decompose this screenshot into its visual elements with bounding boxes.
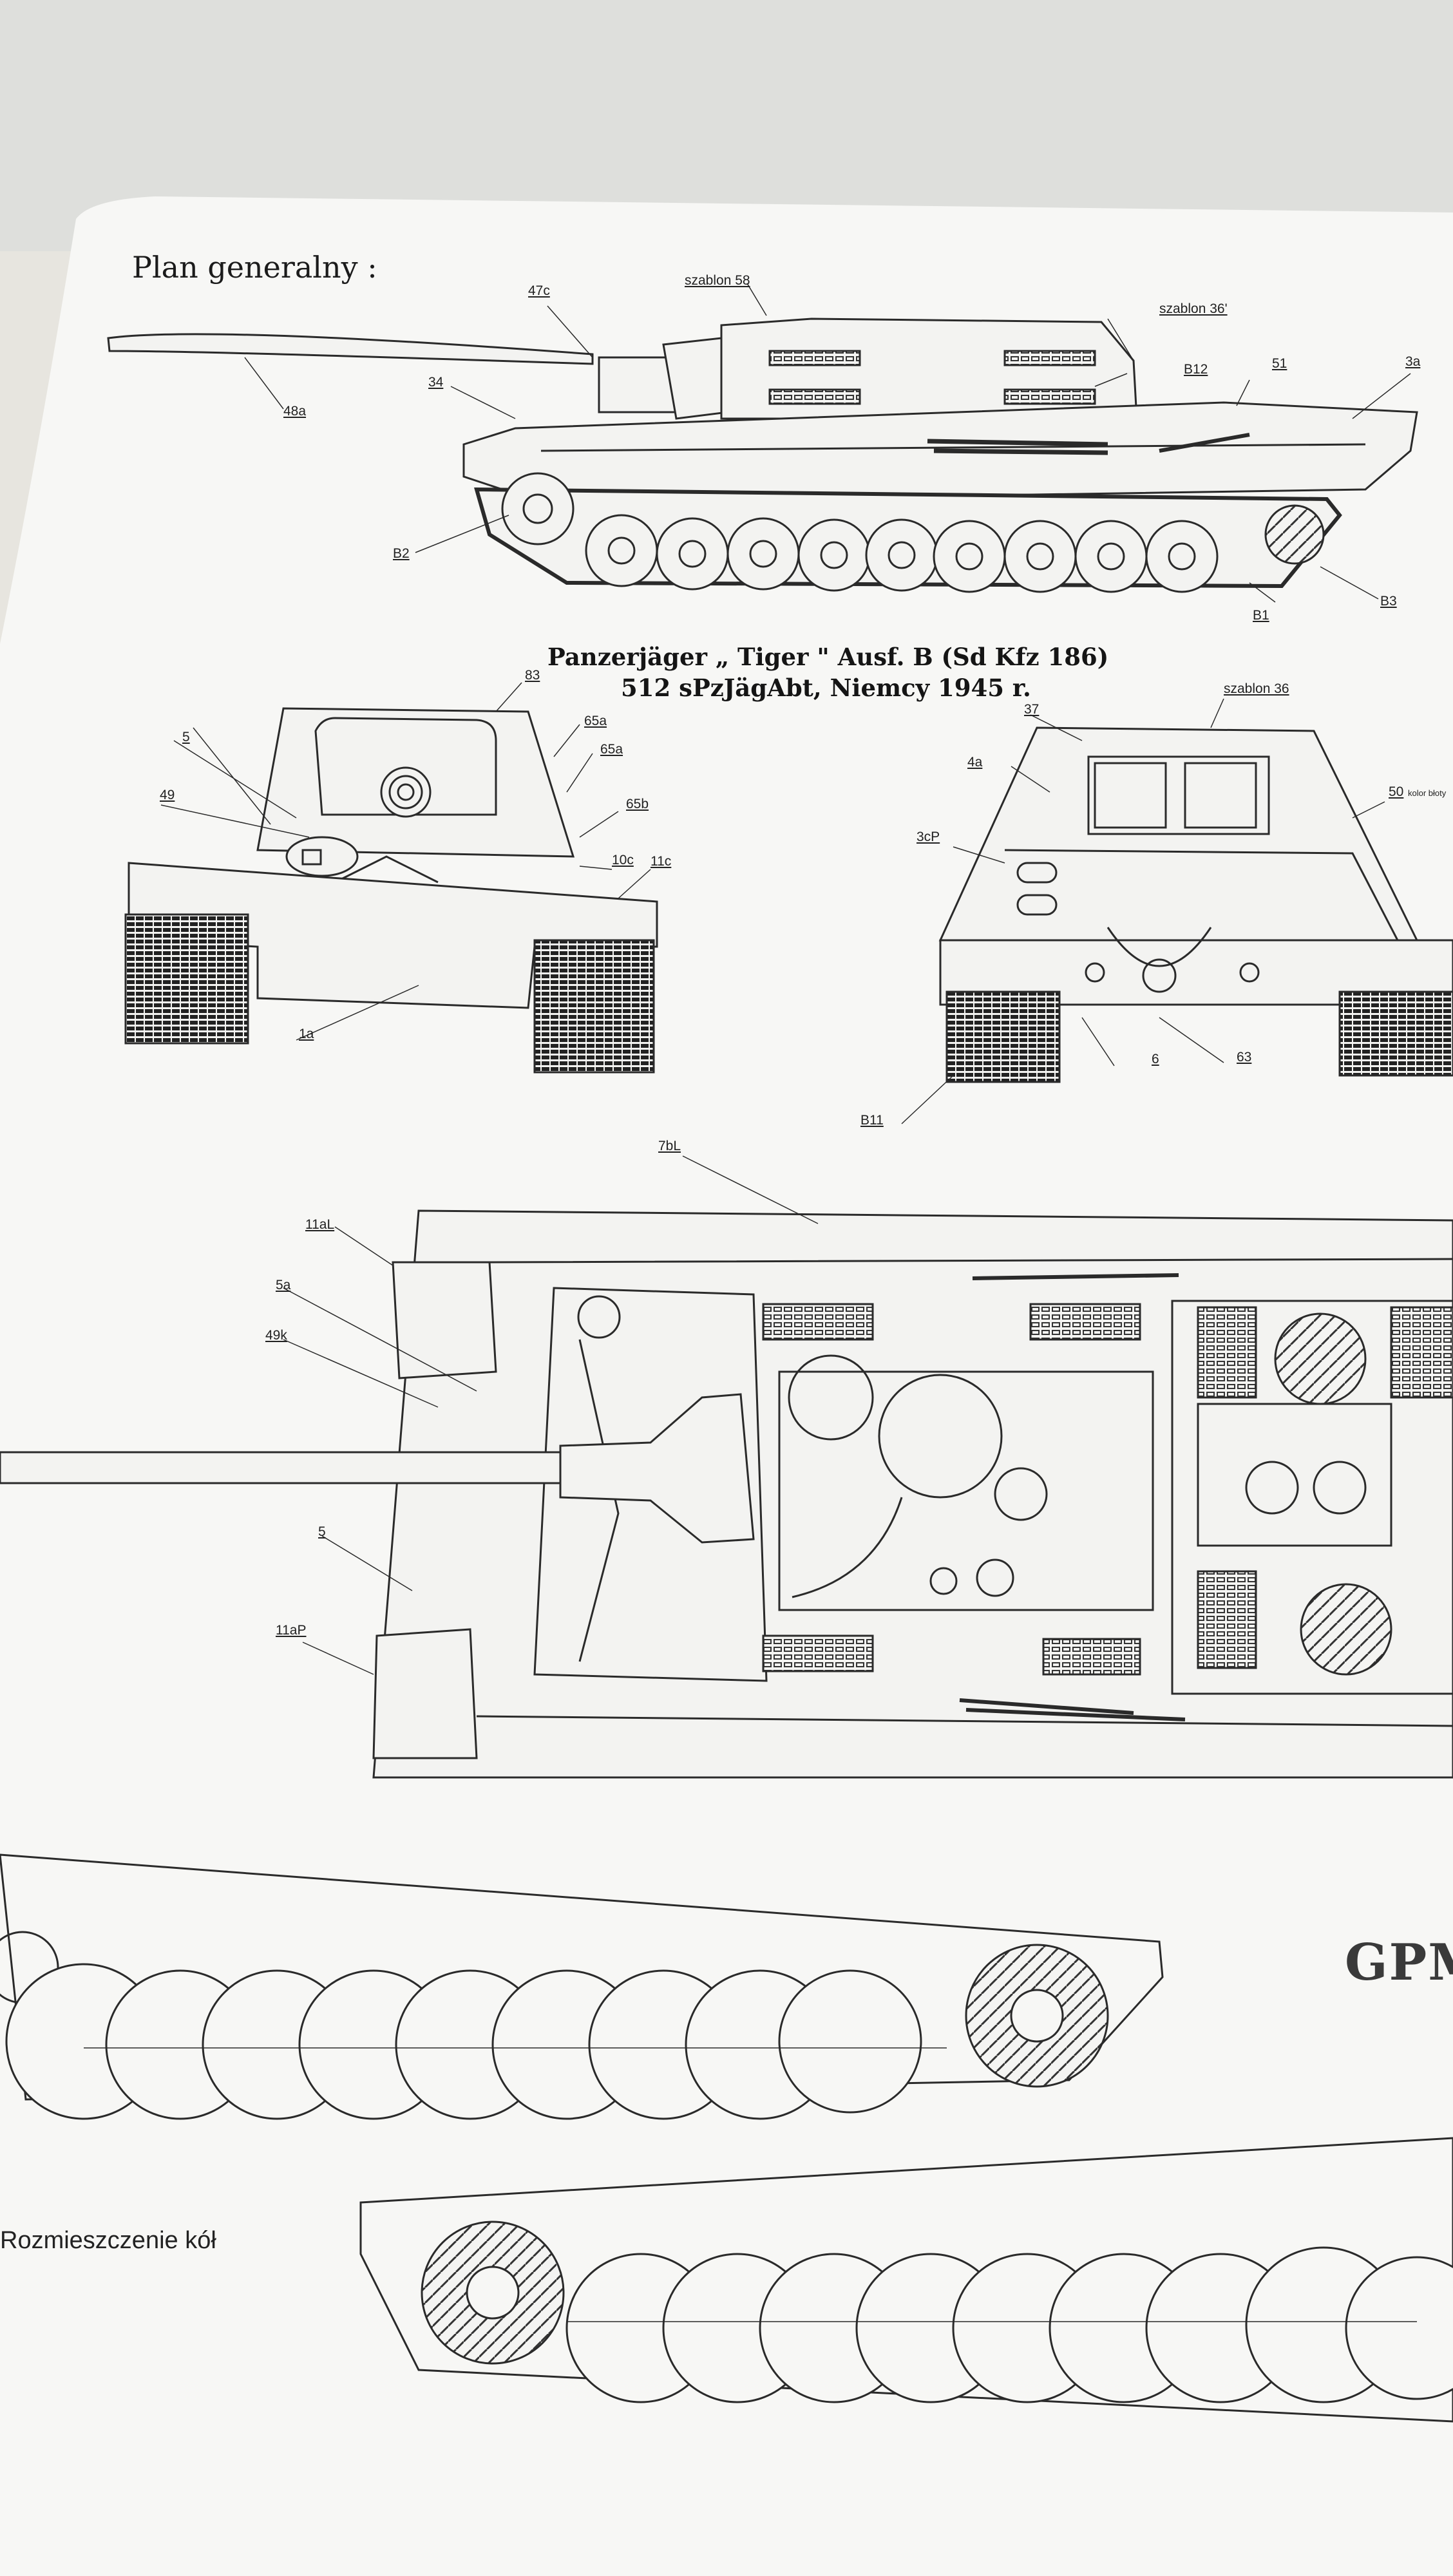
part-label-note: kolor błoty <box>1408 788 1447 798</box>
part-label: B3 <box>1380 594 1397 609</box>
vehicle-title: Panzerjäger „ Tiger " Ausf. B (Sd Kfz 18… <box>547 643 1109 671</box>
part-label: szablon 58 <box>685 273 750 288</box>
part-label: 5 <box>318 1524 326 1539</box>
part-label: 63 <box>1237 1050 1252 1065</box>
wheel-layout-caption: Rozmieszczenie kół <box>0 2227 216 2254</box>
rear-view-drawing <box>901 698 1453 1124</box>
part-label: szablon 36 <box>1224 681 1289 696</box>
brand-logo-fragment: GPM <box>1345 1933 1453 1992</box>
part-label: 3cP <box>916 829 940 844</box>
part-label: 37 <box>1024 702 1040 717</box>
part-label: B1 <box>1253 608 1269 623</box>
part-label: 5a <box>276 1278 291 1293</box>
part-label: 47c <box>528 283 550 298</box>
part-label: 3a <box>1405 354 1421 369</box>
wheel-layout-drawing-upper <box>0 1853 1164 2120</box>
part-label: 48a <box>283 404 307 419</box>
part-label: 11c <box>651 854 672 869</box>
part-label: 5 <box>182 730 190 744</box>
part-label: B11 <box>860 1113 884 1128</box>
part-label: 4a <box>967 755 983 770</box>
part-label: 1a <box>299 1027 314 1041</box>
part-label: 65a <box>584 714 607 728</box>
part-label: B12 <box>1184 362 1208 377</box>
part-label: 49k <box>265 1328 287 1343</box>
top-view-drawing <box>0 1155 1453 1779</box>
part-label: 6 <box>1152 1052 1159 1066</box>
part-label: 49 <box>160 788 175 802</box>
part-label: 10c <box>612 853 634 867</box>
part-label: 83 <box>525 668 540 683</box>
part-label: 65b <box>626 797 649 811</box>
part-label: 11aL <box>305 1217 335 1232</box>
front-view-drawing <box>124 682 658 1074</box>
part-label: 50 <box>1389 784 1404 799</box>
part-label: 34 <box>428 375 444 390</box>
part-label: 51 <box>1272 356 1287 371</box>
vehicle-subtitle: 512 sPzJägAbt, Niemcy 1945 r. <box>621 674 1031 702</box>
part-label: 11aP <box>276 1623 307 1638</box>
part-label: B2 <box>393 546 410 561</box>
wheel-layout-drawing-lower <box>359 2137 1453 2423</box>
side-view-drawing <box>107 283 1418 603</box>
part-label: 7bL <box>658 1139 681 1153</box>
part-label: 65a <box>600 742 623 757</box>
plan-title: Plan generalny : <box>132 250 377 285</box>
part-label: szablon 36' <box>1159 301 1228 316</box>
